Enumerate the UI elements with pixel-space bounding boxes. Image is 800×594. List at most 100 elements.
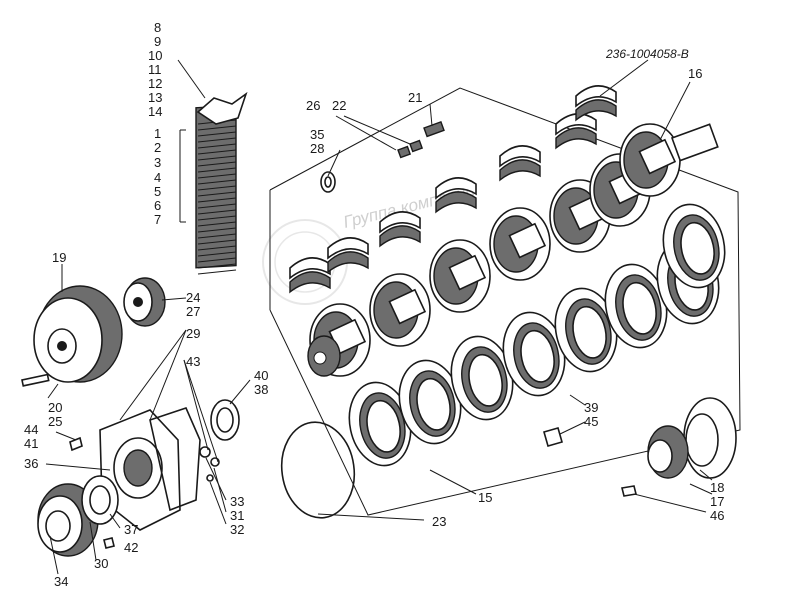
leader-15 bbox=[429, 469, 477, 495]
leader-16 bbox=[659, 81, 691, 141]
crank-section bbox=[369, 273, 431, 347]
bearing-shell-pair bbox=[575, 85, 617, 122]
callout-label: 23 bbox=[432, 514, 446, 529]
bearing-shells-row bbox=[289, 85, 617, 294]
callout-label: 40 bbox=[254, 368, 268, 383]
leader-8-14 bbox=[177, 59, 206, 99]
snap-ring bbox=[280, 421, 356, 519]
leader-30 bbox=[89, 521, 97, 561]
bearing-shell-pair bbox=[499, 145, 541, 182]
cover-plate bbox=[210, 399, 240, 441]
callout-label: 22 bbox=[332, 98, 346, 113]
callout-label: 44 bbox=[24, 422, 38, 437]
leader-31 bbox=[213, 467, 227, 513]
callout-label: 28 bbox=[310, 141, 324, 156]
callout-label: 46 bbox=[710, 508, 724, 523]
leader-23 bbox=[317, 513, 425, 521]
callout-label: 32 bbox=[230, 522, 244, 537]
crank-section bbox=[549, 179, 611, 253]
bearing-race bbox=[348, 381, 412, 467]
oil-plug-parts bbox=[320, 120, 445, 193]
bearing-shell-pair bbox=[435, 177, 477, 214]
callout-label: 12 bbox=[148, 76, 162, 91]
callout-label: 34 bbox=[54, 574, 68, 589]
bearing-shell-pair bbox=[327, 237, 369, 274]
leader-7-small bbox=[327, 149, 341, 177]
bearing-race bbox=[662, 203, 726, 289]
leader-43 bbox=[183, 359, 209, 451]
leader-45 bbox=[559, 421, 586, 435]
leader-22 bbox=[343, 115, 411, 145]
callout-label: 29 bbox=[186, 326, 200, 341]
crank-tail bbox=[670, 123, 719, 162]
gasket bbox=[149, 407, 201, 512]
callout-label: 43 bbox=[186, 354, 200, 369]
leader-18 bbox=[699, 469, 713, 481]
callout-label: 27 bbox=[186, 304, 200, 319]
bearing-race bbox=[450, 335, 514, 421]
callout-label: 19 bbox=[52, 250, 66, 265]
leader-32 bbox=[209, 481, 227, 525]
callout-label: 30 bbox=[94, 556, 108, 571]
callout-label: 5 bbox=[154, 184, 161, 199]
crank-section bbox=[429, 239, 491, 313]
callout-label: 20 bbox=[48, 400, 62, 415]
callout-label: 6 bbox=[154, 198, 161, 213]
callout-label: 35 bbox=[310, 127, 324, 142]
bearing-race bbox=[604, 263, 668, 349]
leader-43b bbox=[183, 359, 219, 463]
callout-label: 21 bbox=[408, 90, 422, 105]
leader-40 bbox=[229, 379, 251, 405]
callout-label: 10 bbox=[148, 48, 162, 63]
callout-label: 25 bbox=[48, 414, 62, 429]
leader-20 bbox=[47, 383, 59, 399]
callout-label: 8 bbox=[154, 20, 161, 35]
crank-nose-bore bbox=[313, 351, 327, 365]
bearing-shell-stack bbox=[195, 91, 248, 275]
callout-label: 41 bbox=[24, 436, 38, 451]
bearing-shell-pair bbox=[289, 257, 331, 294]
crank-section bbox=[619, 123, 681, 197]
rear-housing bbox=[99, 409, 181, 531]
callout-label: 17 bbox=[710, 494, 724, 509]
callout-label: 36 bbox=[24, 456, 38, 471]
leader-33 bbox=[205, 457, 227, 501]
bolt-46 bbox=[621, 485, 637, 497]
leader-17 bbox=[689, 483, 713, 495]
bearing-shell-pair bbox=[379, 211, 421, 248]
callout-label: 38 bbox=[254, 382, 268, 397]
timing-gear bbox=[647, 397, 737, 479]
callout-label: 31 bbox=[230, 508, 244, 523]
assembly-outline bbox=[269, 87, 741, 516]
callout-label: 2 bbox=[154, 140, 161, 155]
callout-label: 24 bbox=[186, 290, 200, 305]
bearing-race bbox=[554, 287, 618, 373]
plug-45 bbox=[543, 427, 563, 447]
leader-21 bbox=[429, 103, 433, 127]
callout-label: 7 bbox=[154, 212, 161, 227]
leader-26 bbox=[335, 115, 397, 151]
bolt-44 bbox=[69, 436, 83, 452]
callout-label: 13 bbox=[148, 90, 162, 105]
callout-label: 42 bbox=[124, 540, 138, 555]
leader-46 bbox=[633, 493, 707, 513]
callout-label: 3 bbox=[154, 155, 161, 170]
flywheel bbox=[21, 285, 123, 387]
callout-labels: 1234567891011121314151617181920212223242… bbox=[24, 20, 724, 589]
leader-29b bbox=[119, 329, 187, 421]
pulley-hub bbox=[123, 277, 166, 327]
seal-ring bbox=[81, 475, 119, 525]
callout-label: 39 bbox=[584, 400, 598, 415]
crank-section bbox=[489, 207, 551, 281]
leader-24 bbox=[161, 297, 187, 301]
leader-44 bbox=[55, 431, 77, 441]
plug-42 bbox=[103, 537, 115, 549]
bearing-shell-pair bbox=[555, 113, 597, 150]
callout-label: 11 bbox=[148, 62, 162, 77]
leader-29a bbox=[149, 329, 187, 421]
callout-label: 33 bbox=[230, 494, 244, 509]
leader-39 bbox=[569, 394, 586, 406]
callout-label: 15 bbox=[478, 490, 492, 505]
